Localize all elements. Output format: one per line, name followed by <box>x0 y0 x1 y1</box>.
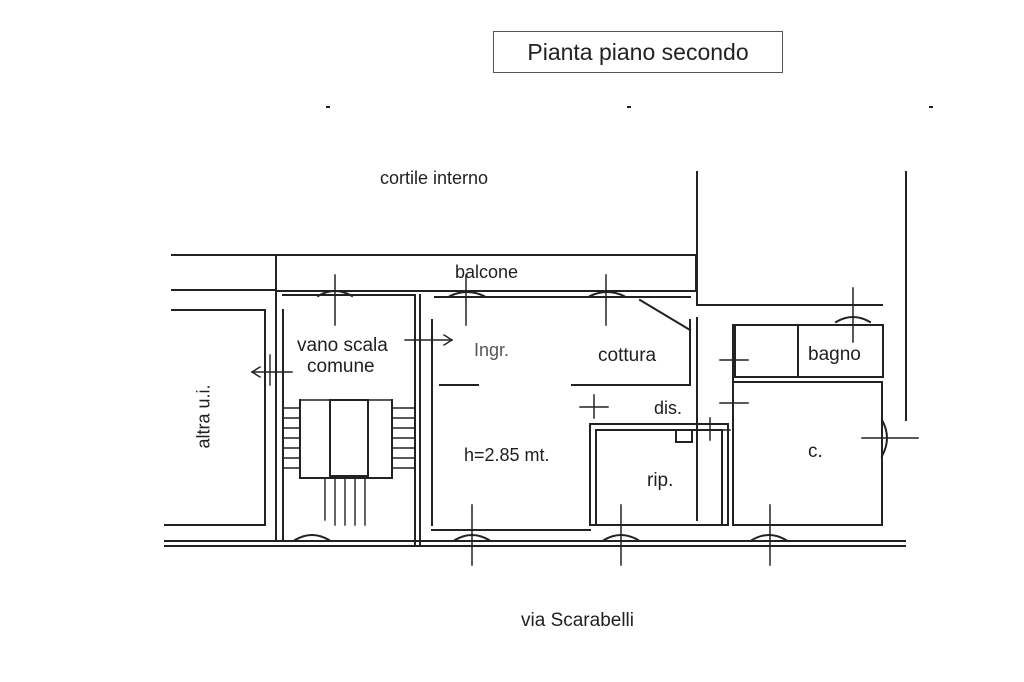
label-other-unit: altra u.i. <box>193 384 214 449</box>
shaft <box>675 429 693 443</box>
kitchen-wall <box>638 298 692 332</box>
window <box>293 534 331 542</box>
window <box>448 291 486 298</box>
label-corridor: dis. <box>654 398 683 418</box>
label-entrance: Ingr. <box>474 340 510 360</box>
label-courtyard: cortile interno <box>380 168 489 188</box>
storage-inner <box>595 429 723 526</box>
bathroom-outline <box>734 324 884 378</box>
window <box>588 291 626 298</box>
balcony-outline <box>275 254 697 292</box>
label-bathroom: bagno <box>808 344 861 365</box>
label-room: c. <box>808 441 823 462</box>
stair-well <box>329 399 369 477</box>
label-stair-line2: comune <box>307 356 375 377</box>
label-balcony: balcone <box>455 262 519 282</box>
label-height: h=2.85 mt. <box>464 445 550 465</box>
label-street: via Scarabelli <box>521 610 634 631</box>
plan-title: Pianta piano secondo <box>493 31 783 73</box>
label-storage: rip. <box>647 470 674 491</box>
label-kitchen: cottura <box>598 345 657 366</box>
label-stair-line1: vano scala <box>297 335 388 356</box>
window <box>750 534 788 542</box>
